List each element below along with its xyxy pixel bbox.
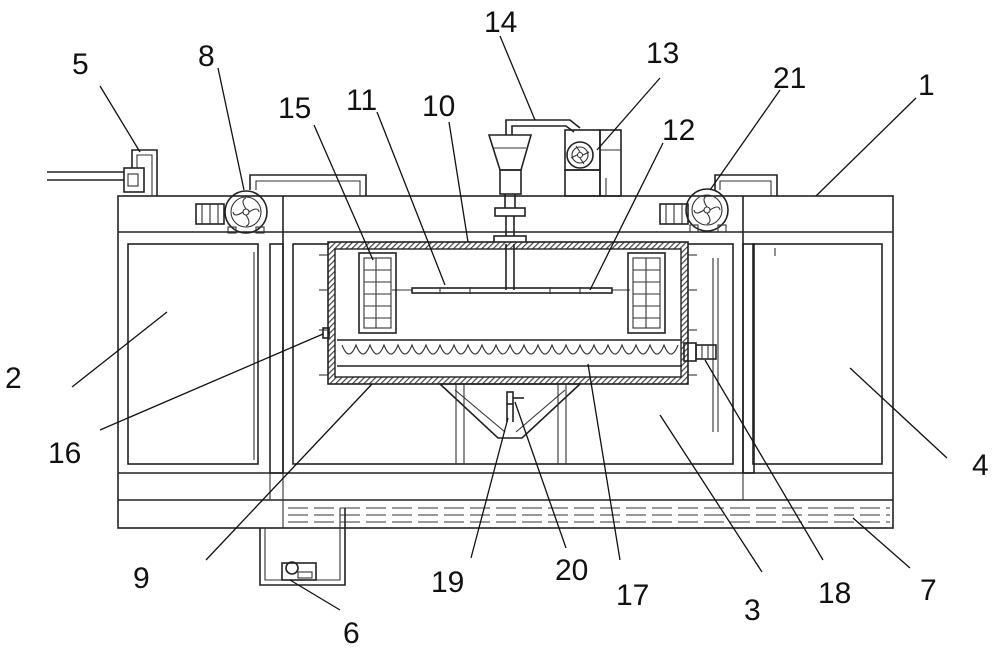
right-fan-pipe: [714, 174, 778, 196]
label-20: 20: [555, 554, 588, 587]
left-fan: [195, 190, 268, 234]
label-1: 1: [918, 69, 935, 102]
label-8: 8: [198, 40, 215, 73]
label-12: 12: [662, 114, 695, 147]
label-13: 13: [646, 37, 679, 70]
callout-labels: 1 2 3 4 5 6 7 8 9 10 11 12 13 14 15 16 1…: [5, 6, 989, 650]
label-3: 3: [744, 594, 761, 627]
label-7: 7: [920, 574, 937, 607]
label-17: 17: [616, 579, 649, 612]
label-6: 6: [343, 617, 360, 650]
label-21: 21: [773, 62, 806, 95]
label-14: 14: [484, 6, 517, 39]
left-fan-pipe: [249, 174, 367, 196]
label-10: 10: [422, 90, 455, 123]
label-11: 11: [346, 84, 377, 117]
hopper: [437, 383, 583, 464]
label-16: 16: [48, 437, 81, 470]
label-2: 2: [5, 362, 22, 395]
leader-lines: [71, 35, 948, 611]
right-fan: [659, 188, 729, 233]
right-tank: [712, 243, 883, 474]
right-basket: [627, 252, 666, 334]
water-pump: [259, 508, 346, 586]
label-4: 4: [972, 449, 989, 482]
label-5: 5: [72, 48, 89, 81]
label-19: 19: [431, 566, 464, 599]
blower: [537, 119, 622, 197]
bottom-channel: [118, 473, 893, 528]
label-9: 9: [133, 562, 150, 595]
label-18: 18: [818, 577, 851, 610]
stirring-shaft: [392, 244, 630, 294]
inlet-pipe: [47, 149, 158, 196]
top-motor: [487, 119, 537, 245]
screw-motor: [683, 342, 717, 362]
sensor: [322, 327, 330, 339]
left-tank: [127, 243, 284, 474]
left-basket: [358, 252, 397, 334]
screw-conveyor: [337, 339, 682, 367]
label-15: 15: [278, 92, 311, 125]
